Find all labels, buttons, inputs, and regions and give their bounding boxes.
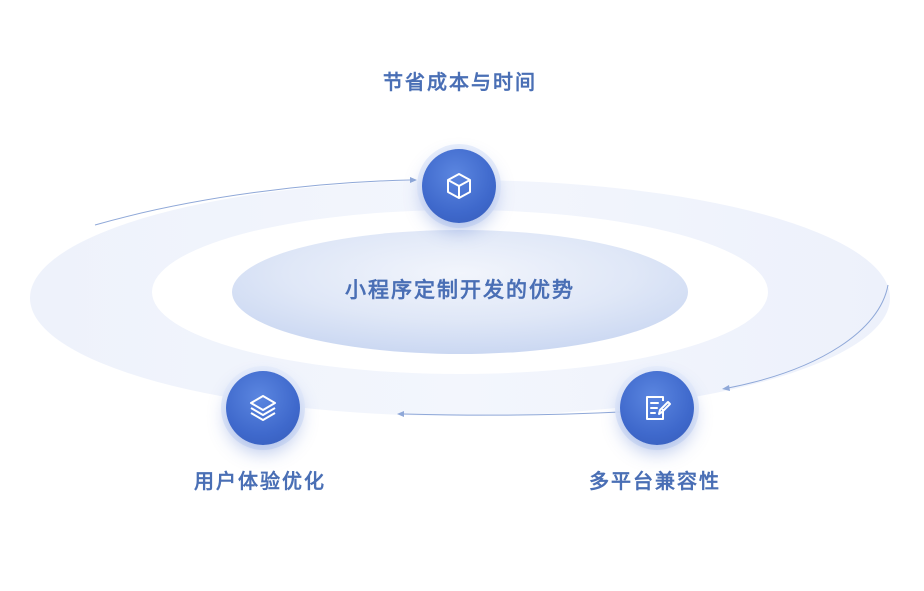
node-label-multiplatform: 多平台兼容性: [589, 469, 721, 493]
arrowhead-bottom: [397, 411, 404, 417]
node-label-ux: 用户体验优化: [194, 469, 326, 493]
node-multiplatform: [620, 371, 694, 445]
document-edit-icon: [646, 396, 671, 420]
center-ellipse: [232, 230, 688, 354]
arrow-bottom: [403, 411, 621, 416]
arrow-top: [94, 179, 411, 226]
arrowhead-right: [722, 385, 730, 391]
layers-icon: [250, 395, 276, 421]
node-cost-time: [422, 149, 496, 223]
arrowhead-top: [410, 177, 417, 183]
cube-icon: [447, 173, 471, 199]
node-ux: [226, 371, 300, 445]
arrow-right: [727, 284, 889, 389]
center-title: 小程序定制开发的优势: [345, 278, 575, 302]
node-label-cost-time: 节省成本与时间: [383, 70, 537, 94]
